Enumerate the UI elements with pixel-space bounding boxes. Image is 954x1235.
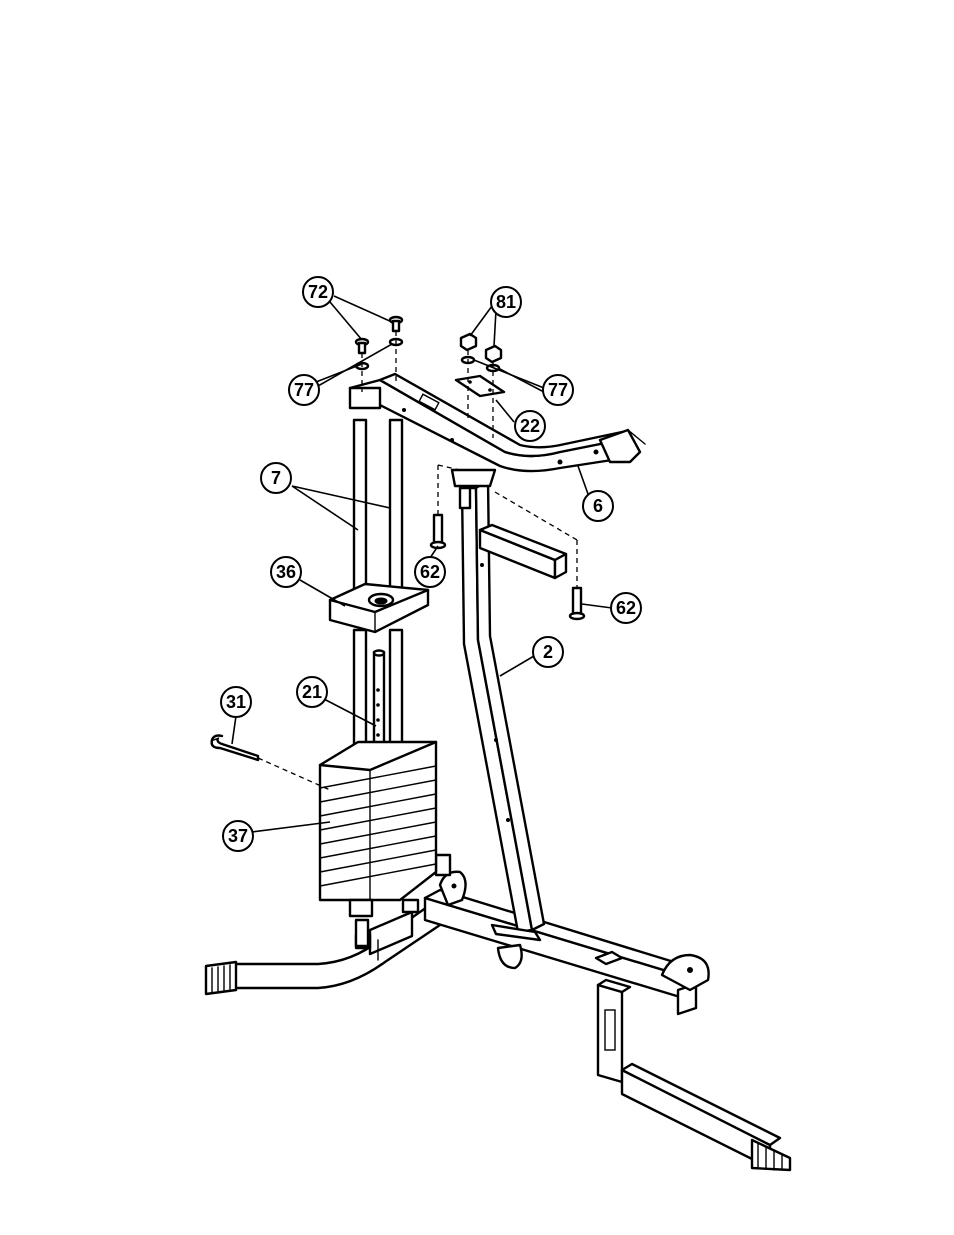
svg-text:81: 81 xyxy=(496,292,516,312)
top-weight-plate xyxy=(330,584,428,632)
callout-31: 31 xyxy=(221,687,251,717)
svg-text:22: 22 xyxy=(520,416,540,436)
svg-text:37: 37 xyxy=(228,826,248,846)
callout-22: 22 xyxy=(515,411,545,441)
svg-text:62: 62 xyxy=(420,562,440,582)
svg-text:62: 62 xyxy=(616,598,636,618)
top-plate-22 xyxy=(456,376,504,396)
svg-text:31: 31 xyxy=(226,692,246,712)
weight-stack xyxy=(320,742,436,916)
callout-77-left: 77 xyxy=(289,375,319,405)
callout-72: 72 xyxy=(303,277,333,307)
main-upright xyxy=(452,470,566,940)
svg-text:6: 6 xyxy=(593,496,603,516)
svg-text:2: 2 xyxy=(543,642,553,662)
callout-21: 21 xyxy=(297,677,327,707)
svg-text:21: 21 xyxy=(302,682,322,702)
selector-pin xyxy=(212,736,258,761)
svg-text:72: 72 xyxy=(308,282,328,302)
svg-text:36: 36 xyxy=(276,562,296,582)
callout-81: 81 xyxy=(491,287,521,317)
base-frame xyxy=(206,855,790,1170)
callout-37: 37 xyxy=(223,821,253,851)
callout-62-left: 62 xyxy=(415,557,445,587)
callout-77-right: 77 xyxy=(543,375,573,405)
svg-text:7: 7 xyxy=(271,468,281,488)
svg-text:77: 77 xyxy=(548,380,568,400)
callout-2: 2 xyxy=(533,637,563,667)
callout-62-right: 62 xyxy=(611,593,641,623)
left-end-cap xyxy=(206,962,236,994)
callout-36: 36 xyxy=(271,557,301,587)
callout-6: 6 xyxy=(583,491,613,521)
callout-7: 7 xyxy=(261,463,291,493)
svg-text:77: 77 xyxy=(294,380,314,400)
